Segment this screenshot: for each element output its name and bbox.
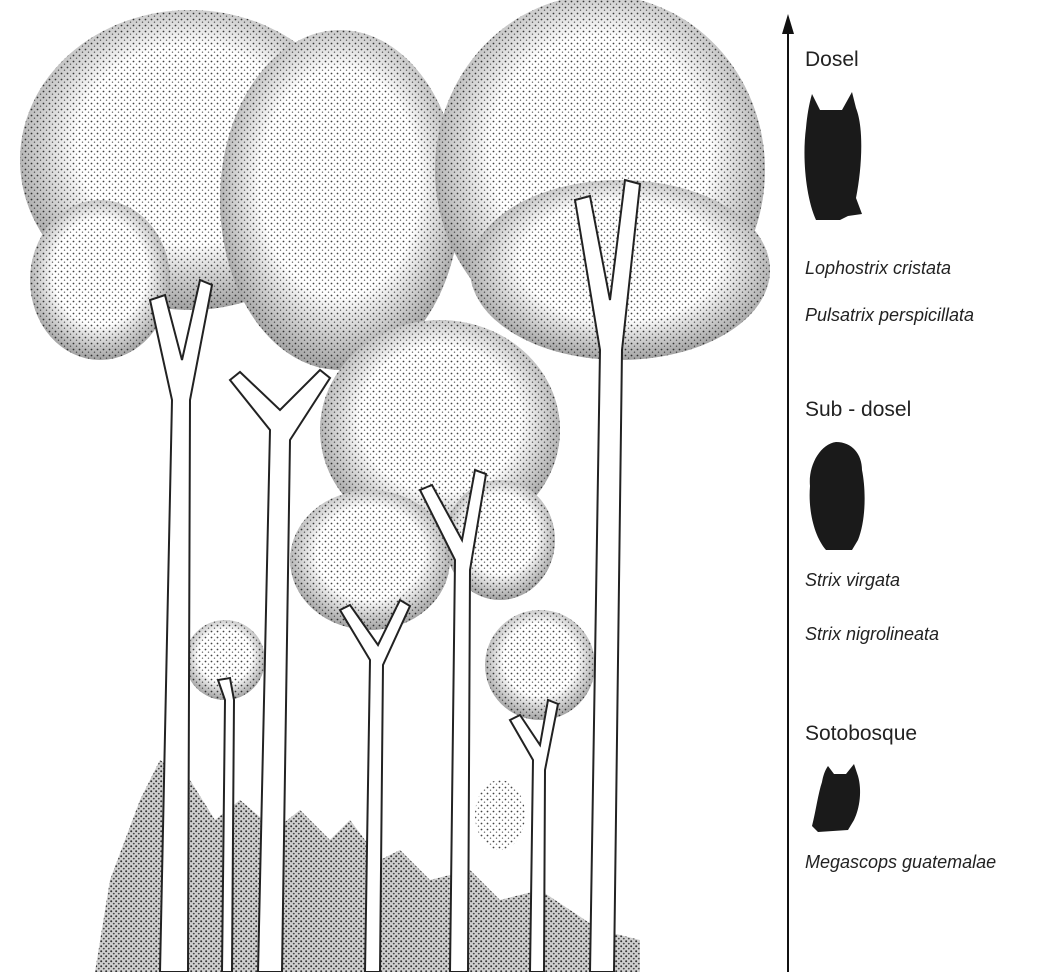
axis-arrow-icon <box>782 14 794 34</box>
species-name: Strix virgata <box>805 570 900 591</box>
layer-label-sotobosque: Sotobosque <box>805 722 917 746</box>
species-name: Pulsatrix perspicillata <box>805 305 974 326</box>
canopy-crowns <box>20 0 770 850</box>
species-name: Lophostrix cristata <box>805 258 951 279</box>
forest-illustration <box>0 0 780 972</box>
owl-silhouette-icon <box>806 440 868 552</box>
species-name: Megascops guatemalae <box>805 852 996 873</box>
layer-label-dosel: Dosel <box>805 48 859 72</box>
species-name: Strix nigrolineata <box>805 624 939 645</box>
owl-silhouette-icon <box>808 760 863 835</box>
owl-silhouette-icon <box>800 88 868 223</box>
layer-label-sub-dosel: Sub - dosel <box>805 398 911 422</box>
